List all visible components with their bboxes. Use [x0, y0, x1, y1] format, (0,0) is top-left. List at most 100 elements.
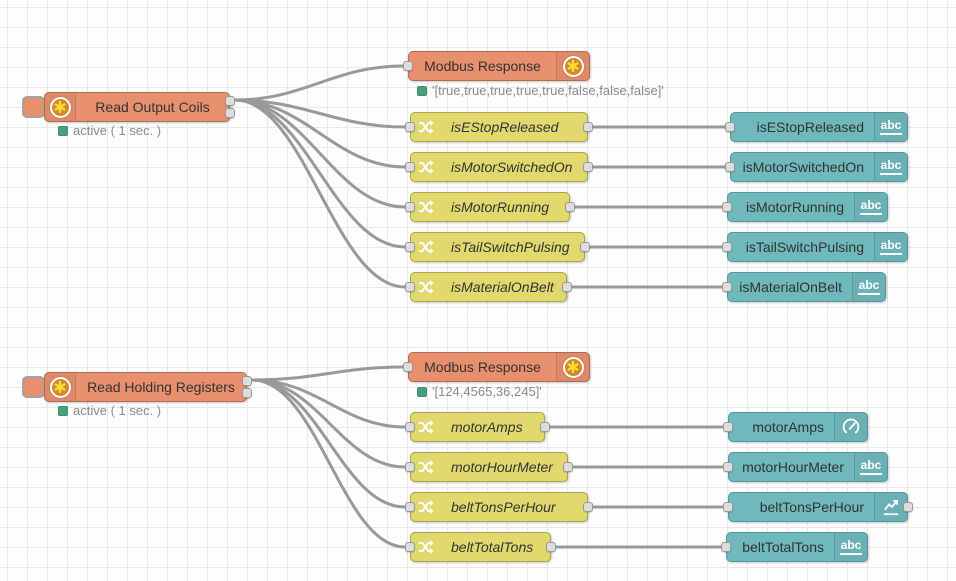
switch-node-beltTotalTons[interactable]: beltTotalTons — [405, 532, 556, 562]
ui-text-node-isMotorRunning[interactable]: isMotorRunning abc — [722, 192, 888, 222]
input-port[interactable] — [405, 122, 415, 132]
output-port-2[interactable] — [242, 388, 252, 398]
ui-text-node-beltTotalTons[interactable]: beltTotalTons abc — [721, 532, 868, 562]
status-dot — [58, 405, 68, 416]
switch-icon — [411, 233, 441, 261]
wire[interactable] — [234, 64, 404, 102]
input-port[interactable] — [723, 502, 733, 512]
input-port[interactable] — [723, 462, 733, 472]
node-label: motorHourMeter — [451, 459, 553, 475]
modbus-icon — [556, 353, 589, 381]
input-port[interactable] — [405, 462, 415, 472]
node-label: Read Output Coils — [95, 99, 210, 115]
wire[interactable] — [234, 98, 406, 209]
ui-text-node-isMaterialOnBelt[interactable]: isMaterialOnBelt abc — [722, 272, 886, 302]
input-port[interactable] — [725, 162, 735, 172]
input-port[interactable] — [405, 502, 415, 512]
input-port[interactable] — [721, 542, 731, 552]
input-port[interactable] — [405, 202, 415, 212]
node-label: isTailSwitchPulsing — [451, 239, 570, 255]
switch-node-isMaterialOnBelt[interactable]: isMaterialOnBelt — [405, 272, 572, 302]
wire[interactable] — [251, 378, 406, 549]
input-port[interactable] — [403, 61, 413, 71]
ui-gauge-node-motorAmps[interactable]: motorAmps — [723, 412, 868, 442]
switch-icon — [411, 113, 441, 141]
node-label: isMaterialOnBelt — [739, 279, 842, 295]
abc-text-icon: abc — [852, 273, 885, 301]
modbus-read-node-output-coils[interactable]: Read Output Coils — [44, 92, 235, 122]
wire[interactable] — [251, 365, 404, 382]
input-port[interactable] — [722, 202, 732, 212]
abc-text-icon: abc — [854, 453, 887, 481]
node-label: isMaterialOnBelt — [451, 279, 554, 295]
input-port[interactable] — [405, 242, 415, 252]
ui-chart-node-beltTonsPerHour[interactable]: beltTonsPerHour — [723, 492, 913, 522]
output-port-1[interactable] — [242, 376, 252, 386]
output-port[interactable] — [583, 162, 593, 172]
modbus-response-node-top[interactable]: Modbus Response — [403, 51, 590, 81]
node-status: active ( 1 sec. ) — [58, 123, 161, 138]
abc-text-icon: abc — [874, 233, 907, 261]
node-label: motorAmps — [451, 419, 523, 435]
switch-node-isTailSwitchPulsing[interactable]: isTailSwitchPulsing — [405, 232, 590, 262]
output-port-1[interactable] — [225, 96, 235, 106]
modbus-response-node-bottom[interactable]: Modbus Response — [403, 352, 590, 382]
switch-node-beltTonsPerHour[interactable]: beltTonsPerHour — [405, 492, 593, 522]
abc-text-icon: abc — [874, 113, 907, 141]
input-port[interactable] — [405, 162, 415, 172]
node-label: isMotorRunning — [451, 199, 550, 215]
switch-node-isEStopReleased[interactable]: isEStopReleased — [405, 112, 593, 142]
output-port[interactable] — [562, 282, 572, 292]
switch-node-isMotorRunning[interactable]: isMotorRunning — [405, 192, 575, 222]
modbus-icon — [45, 93, 76, 121]
ui-text-node-isMotorSwitchedOn[interactable]: isMotorSwitchedOn abc — [725, 152, 908, 182]
output-port[interactable] — [583, 122, 593, 132]
node-label: isMotorSwitchedOn — [742, 159, 864, 175]
switch-icon — [411, 493, 441, 521]
input-port[interactable] — [723, 422, 733, 432]
node-status: '[true,true,true,true,true,false,false,f… — [417, 83, 664, 98]
output-port-2[interactable] — [225, 108, 235, 118]
input-port[interactable] — [405, 542, 415, 552]
input-port[interactable] — [722, 282, 732, 292]
wire[interactable] — [234, 98, 406, 249]
node-label: Modbus Response — [424, 58, 541, 74]
ui-text-node-isTailSwitchPulsing[interactable]: isTailSwitchPulsing abc — [722, 232, 908, 262]
switch-icon — [411, 453, 441, 481]
modbus-read-node-holding-registers[interactable]: Read Holding Registers — [44, 372, 252, 402]
switch-node-motorHourMeter[interactable]: motorHourMeter — [405, 452, 573, 482]
node-label: Read Holding Registers — [87, 379, 235, 395]
ui-text-node-isEStopReleased[interactable]: isEStopReleased abc — [725, 112, 908, 142]
input-port[interactable] — [725, 122, 735, 132]
switch-icon — [411, 533, 441, 561]
output-port[interactable] — [903, 502, 913, 512]
input-port[interactable] — [405, 422, 415, 432]
abc-text-icon: abc — [874, 153, 907, 181]
input-port[interactable] — [722, 242, 732, 252]
chart-icon — [874, 493, 907, 521]
switch-node-motorAmps[interactable]: motorAmps — [405, 412, 550, 442]
modbus-read-trigger-button[interactable] — [22, 376, 45, 398]
output-port[interactable] — [540, 422, 550, 432]
modbus-read-trigger-button[interactable] — [22, 96, 45, 118]
output-port[interactable] — [580, 242, 590, 252]
node-label: beltTonsPerHour — [759, 499, 864, 515]
wire[interactable] — [234, 98, 406, 289]
switch-node-isMotorSwitchedOn[interactable]: isMotorSwitchedOn — [405, 152, 593, 182]
node-label: isMotorSwitchedOn — [451, 159, 573, 175]
switch-icon — [411, 193, 441, 221]
abc-text-icon: abc — [834, 533, 867, 561]
output-port[interactable] — [565, 202, 575, 212]
input-port[interactable] — [405, 282, 415, 292]
ui-text-node-motorHourMeter[interactable]: motorHourMeter abc — [723, 452, 888, 482]
node-label: isMotorRunning — [745, 199, 844, 215]
output-port[interactable] — [583, 502, 593, 512]
wire[interactable] — [251, 378, 406, 509]
input-port[interactable] — [403, 362, 413, 372]
node-label: beltTonsPerHour — [451, 499, 556, 515]
output-port[interactable] — [563, 462, 573, 472]
output-port[interactable] — [546, 542, 556, 552]
switch-icon — [411, 413, 441, 441]
